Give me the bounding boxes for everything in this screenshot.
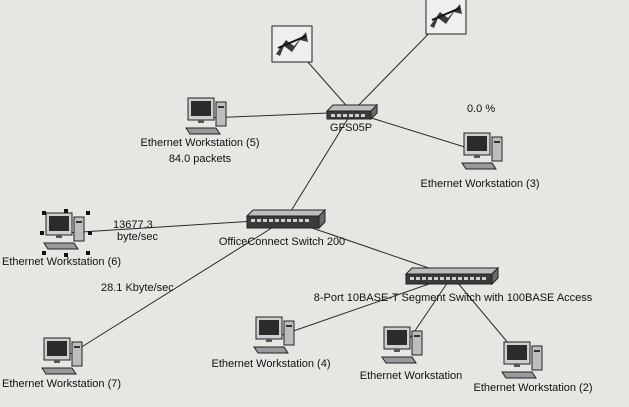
rate-ws6-line1: 13677.3 [113,219,153,231]
workstation-4-label[interactable]: Ethernet Workstation (4) [211,358,331,370]
rate-ws6-line2: byte/sec [117,231,158,243]
router-icon[interactable] [271,25,313,63]
workstation-2-label[interactable]: Ethernet Workstation (2) [473,382,593,394]
utilization-annotation: 0.0 % [467,103,496,115]
link-segment_switch-ws4 [275,275,453,338]
switch-icon[interactable] [404,266,500,286]
workstation-5-label[interactable]: Ethernet Workstation (5) [140,137,260,149]
workstation-icon[interactable] [381,326,423,364]
link-gfs05p-officeconnect [285,111,353,220]
switch-icon[interactable] [325,103,379,121]
officeconnect-switch-label[interactable]: OfficeConnect Switch 200 [218,236,346,248]
workstation-3-label[interactable]: Ethernet Workstation (3) [420,178,540,190]
workstation-icon[interactable] [253,316,295,354]
devices [40,0,543,379]
workstation-icon[interactable] [40,209,92,257]
segment-switch-label[interactable]: 8-Port 10BASE-T Segment Switch with 100B… [313,292,593,304]
workstation-icon[interactable] [185,97,227,135]
link-segment_switch-ws_unnumbered [403,275,453,348]
workstation-unnumbered-label[interactable]: Ethernet Workstation [359,370,463,382]
workstation-6-label[interactable]: Ethernet Workstation (6) [2,256,122,268]
gfs05p-label[interactable]: GFS05P [329,122,373,134]
rate-ws7-annotation: 28.1 Kbyte/sec [101,282,174,294]
workstation-icon[interactable] [461,132,503,170]
workstation-icon[interactable] [41,337,83,375]
workstation-icon[interactable] [501,341,543,379]
link-gfs05p-ws3 [351,111,485,154]
link-officeconnect-ws7 [63,218,287,359]
switch-icon[interactable] [245,208,327,230]
workstation-7-label[interactable]: Ethernet Workstation (7) [2,378,122,390]
packets-annotation: 84.0 packets [168,153,232,165]
router-icon[interactable] [425,0,467,35]
